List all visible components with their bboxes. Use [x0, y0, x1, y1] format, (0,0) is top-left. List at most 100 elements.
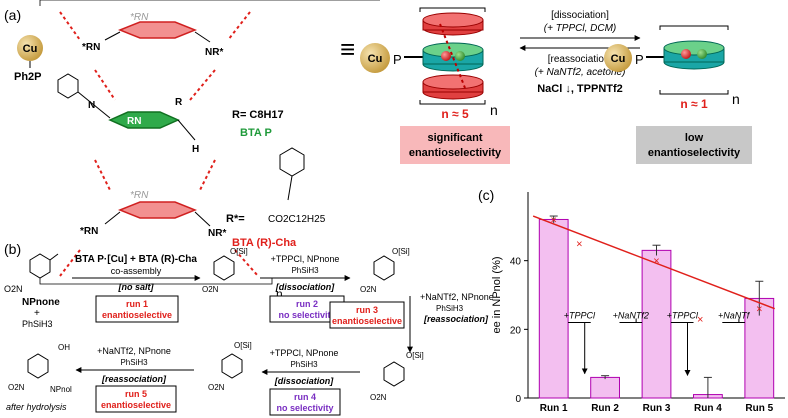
step3-condition: [reassociation]	[423, 314, 489, 324]
reassociation-label: [reassociation]	[548, 54, 613, 65]
dissociation-reagents: (+ TPPCl, DCM)	[544, 23, 617, 34]
step2-line1: +TPPCl, NPnone	[271, 254, 340, 264]
x-marker: ×	[697, 314, 703, 326]
bta-middle: RN N R H	[77, 91, 199, 155]
bond	[77, 91, 111, 119]
panel-a-label: (a)	[4, 7, 21, 23]
bond	[194, 211, 211, 227]
bta-p-label: BTA P	[240, 127, 272, 139]
step1-condition: [no salt]	[118, 282, 155, 292]
osi-label: O[Si]	[234, 341, 252, 350]
run5-box	[95, 385, 177, 413]
benzene-ring-icon	[213, 255, 235, 281]
bta-bottom: *RN *RN NR*	[80, 190, 226, 239]
cu-ball-icon	[17, 35, 43, 61]
step5-line2: PhSiH3	[120, 358, 148, 367]
run5-text: enantioselective	[101, 400, 171, 410]
rn-left-bottom: *RN	[80, 226, 98, 237]
y-tick-label: 0	[515, 394, 521, 405]
phsih3-label: PhSiH3	[22, 319, 53, 329]
step-arrow-label: +TPPCl	[667, 310, 699, 320]
stack-bottom-bracket	[419, 100, 486, 105]
ph2p-label: Ph2P	[14, 71, 42, 83]
phenyl-ring-icon	[57, 73, 79, 99]
bond	[49, 253, 59, 261]
panel-b-label: (b)	[4, 241, 21, 257]
stack-left-count: n ≈ 5	[441, 107, 469, 121]
step4-condition: [dissociation]	[274, 376, 335, 386]
dissociation-label: [dissociation]	[551, 10, 609, 21]
step5-line1: +NaNTf2, NPnone	[97, 346, 171, 356]
o-middle: H	[192, 144, 199, 155]
cu-ball-icon	[604, 44, 632, 72]
stack-left: Cu P n n ≈ 5 significant enantioselectiv…	[360, 7, 510, 164]
osi-label: O[Si]	[392, 247, 410, 256]
bta-core-red	[117, 21, 198, 39]
bond	[194, 31, 211, 43]
run3-title: run 3	[356, 305, 378, 315]
x-tick-label: Run 2	[591, 403, 619, 414]
ball-icon	[681, 49, 691, 59]
npnone-label: NPnone	[22, 297, 60, 308]
step4-line1: +TPPCl, NPnone	[270, 348, 339, 358]
low-line1: low	[685, 132, 704, 144]
step3-line2: PhSiH3	[436, 304, 464, 313]
benzene-ring-icon	[29, 253, 51, 279]
y-tick-label: 20	[510, 325, 522, 336]
run2-text: no selectivity	[278, 310, 335, 320]
o2n-label: O2N	[208, 383, 225, 392]
low-box	[636, 126, 752, 164]
bta-core-red	[117, 201, 198, 219]
nr-middle: R	[175, 97, 183, 108]
x-marker: ×	[576, 239, 582, 251]
bond	[287, 175, 293, 201]
step3-line1: +NaNTf2, NPnone	[420, 292, 494, 302]
cu-label: Cu	[368, 53, 383, 65]
r-star-label: R*=	[226, 213, 245, 225]
o2n-label: O2N	[202, 285, 219, 294]
x-tick-label: Run 3	[643, 403, 671, 414]
stack-right-n: n	[732, 91, 740, 107]
ester-label: CO2C12H25	[268, 214, 326, 225]
cyclohexyl-icon	[279, 147, 305, 177]
nr-right-top: NR*	[205, 47, 223, 58]
low-line2: enantioselectivity	[648, 147, 741, 159]
step1-line2: co-assembly	[111, 266, 162, 276]
o2n-label: O2N	[8, 383, 25, 392]
disc-green-top	[422, 42, 484, 58]
benzene-ring-icon	[27, 353, 49, 379]
hydrogen-bonds	[59, 11, 259, 277]
stack-top-bracket	[419, 7, 486, 12]
step-arrow-label: +TPPCl	[564, 310, 596, 320]
osi-label: O[Si]	[406, 351, 424, 360]
x-tick-label: Run 1	[540, 403, 568, 414]
plus-label: +	[34, 308, 40, 319]
o2n-label: O2N	[360, 285, 377, 294]
significant-box	[400, 126, 510, 164]
step5-condition: [reassociation]	[101, 374, 167, 384]
step2-line2: PhSiH3	[291, 266, 319, 275]
run4-box	[269, 388, 341, 416]
o2n-label: O2N	[370, 393, 387, 402]
cu-label: Cu	[611, 53, 626, 65]
rn-middle: RN	[127, 116, 141, 127]
oh-label: OH	[58, 343, 70, 352]
disc-red-top	[422, 12, 484, 28]
cu-label: Cu	[23, 43, 38, 55]
bta-top: *RN *RN NR*	[82, 12, 223, 58]
p-label: P	[393, 52, 402, 67]
h-middle: N	[88, 100, 95, 111]
bar	[538, 218, 569, 399]
run1-title: run 1	[126, 299, 148, 309]
benzene-ring-icon	[373, 255, 395, 281]
panel-a: (a) Cu Ph2P n *RN *RN NR* RN N R H	[4, 0, 752, 301]
step4-line2: PhSiH3	[290, 360, 318, 369]
top-bracket	[39, 0, 380, 6]
benzene-ring-icon	[383, 361, 405, 387]
equivalent-sign: ≡	[340, 34, 355, 64]
rn-top: *RN	[130, 12, 149, 23]
run1-text: enantioselective	[102, 310, 172, 320]
bar	[641, 249, 672, 399]
